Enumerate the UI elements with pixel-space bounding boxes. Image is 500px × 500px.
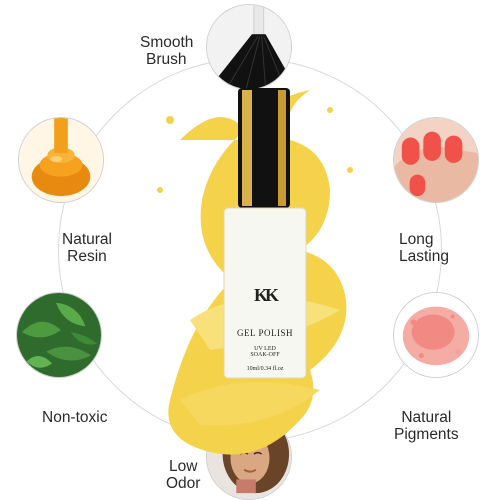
leaves-icon — [17, 293, 101, 377]
label-long-lasting: Long Lasting — [399, 231, 449, 265]
feature-non-toxic-circle — [16, 292, 102, 378]
label-natural-resin: Natural Resin — [62, 231, 112, 265]
brand-mark: KK — [253, 285, 279, 305]
label-non-toxic: Non-toxic — [42, 409, 108, 426]
gel-polish-bottle-with-splash: KK GEL POLISH UV LED SOAK-OFF 10ml/0.34 … — [150, 80, 365, 470]
feature-long-lasting-circle — [393, 117, 479, 203]
product-type-line-2: SOAK-OFF — [250, 352, 280, 358]
brush-icon — [207, 5, 291, 89]
label-natural-pigments: Natural Pigments — [394, 409, 459, 443]
bottle-label: KK GEL POLISH UV LED SOAK-OFF 10ml/0.34 … — [232, 285, 298, 372]
product-type-line-1: UV LED — [254, 346, 276, 352]
product-volume: 10ml/0.34 fl.oz — [246, 366, 284, 372]
feature-natural-resin-circle — [18, 117, 104, 203]
honey-resin-icon — [19, 118, 103, 202]
bottle-body — [223, 207, 307, 379]
product-name: GEL POLISH — [237, 328, 293, 338]
feature-smooth-brush-circle — [206, 4, 292, 90]
painted-nails-icon — [394, 118, 478, 202]
feature-natural-pigments-circle — [393, 292, 479, 378]
pigment-powder-icon — [394, 293, 478, 377]
label-smooth-brush: Smooth Brush — [140, 34, 194, 68]
label-low-odor: Low Odor — [166, 458, 201, 492]
